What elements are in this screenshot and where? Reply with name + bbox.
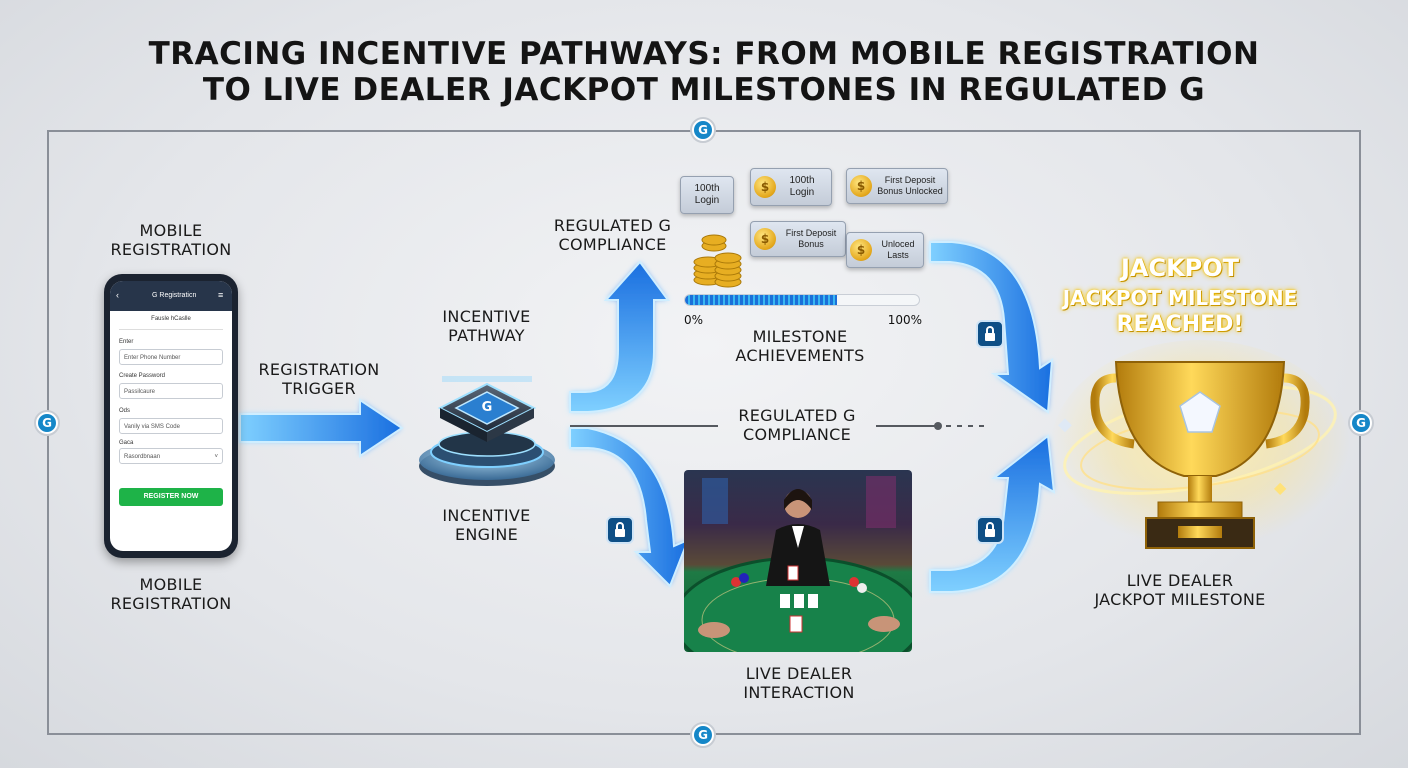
screen-title: Fausle hCaslle	[119, 316, 223, 330]
registration-trigger-label-2: TRIGGER	[282, 379, 356, 398]
g-logo-icon: G	[690, 722, 716, 748]
incentive-pathway-label-1: INCENTIVE	[442, 307, 531, 326]
g-logo-icon: G	[690, 117, 716, 143]
coin-stack-icon	[684, 230, 744, 290]
coin-icon: $	[754, 176, 776, 198]
compliance-top-label-1: REGULATED G	[553, 216, 672, 235]
incentive-engine-label-1: INCENTIVE	[442, 506, 531, 525]
g-logo-glyph: G	[694, 726, 712, 744]
pathway-down-arrow	[569, 427, 690, 588]
field2-label: Create Password	[119, 373, 166, 379]
jackpot-heading-1: JACKPOT	[1120, 254, 1240, 282]
page-title-line-2: TO LIVE DEALER JACKPOT MILESTONES IN REG…	[202, 72, 1206, 108]
badge-text: Lasts	[887, 250, 909, 260]
incentive-engine-label-2: ENGINE	[454, 525, 519, 544]
live-dealer-label-2: INTERACTION	[743, 683, 855, 702]
compliance-mid-label-1: REGULATED G	[738, 406, 856, 425]
chip-g-glyph: G	[481, 400, 493, 415]
incentive-engine-chip	[419, 376, 555, 486]
milestone-progress-fill	[685, 295, 838, 305]
country-select[interactable]: Rasordbnaan ˅	[119, 448, 223, 464]
milestone-label-1: MILESTONE	[752, 327, 848, 346]
trophy-icon	[1050, 340, 1350, 570]
dealer-to-jackpot-arrow	[929, 434, 1056, 593]
badge-text: First Deposit	[785, 228, 837, 238]
incentive-pathway-label-2: PATHWAY	[448, 326, 525, 345]
g-logo-icon: G	[34, 410, 60, 436]
mobile-label-top-1: MOBILE	[139, 221, 203, 240]
mobile-label-bottom-1: MOBILE	[139, 575, 203, 594]
page-title-line-1: TRACING INCENTIVE PATHWAYS: FROM MOBILE …	[148, 36, 1260, 72]
register-now-button[interactable]: REGISTER NOW	[119, 488, 223, 506]
app-header: ‹ G Registraticn ≡	[110, 281, 232, 311]
compliance-mid-label-2: COMPLIANCE	[742, 425, 852, 444]
coin-icon: $	[754, 228, 776, 250]
coin-icon: $	[850, 239, 872, 261]
badge-text: 100th	[694, 183, 720, 194]
lock-icon	[606, 516, 634, 544]
compliance-top-label-2: COMPLIANCE	[558, 235, 667, 254]
badge-text: First Deposit	[884, 175, 936, 185]
coin-icon: $	[850, 175, 872, 197]
phone-mockup: ‹ G Registraticn ≡ Fausle hCaslle Enter …	[104, 274, 238, 558]
chevron-down-icon: ˅	[214, 454, 218, 460]
g-logo-glyph: G	[694, 121, 712, 139]
jackpot-caption-1: LIVE DEALER	[1126, 571, 1234, 590]
jackpot-heading-2: JACKPOT MILESTONE	[1062, 286, 1298, 310]
badge-text: Bonus	[798, 239, 824, 249]
registration-trigger-label-1: REGISTRATION	[258, 360, 380, 379]
badge-text: 100th	[789, 175, 815, 186]
phone-number-field[interactable]: Enter Phone Number	[119, 349, 223, 365]
lock-icon	[976, 320, 1004, 348]
progress-max-label: 100%	[887, 313, 922, 327]
diamond-icon: ◆	[1058, 414, 1072, 434]
jackpot-heading-3: REACHED!	[1116, 312, 1244, 337]
jackpot-caption-2: JACKPOT MILESTONE	[1094, 590, 1266, 609]
pathway-up-arrow	[569, 260, 670, 413]
menu-icon[interactable]: ≡	[218, 290, 224, 300]
g-logo-icon: G	[1348, 410, 1374, 436]
g-logo-glyph: G	[1352, 414, 1370, 432]
phone-screen: ‹ G Registraticn ≡ Fausle hCaslle Enter …	[110, 281, 232, 551]
badge-text: Login	[789, 187, 815, 198]
milestone-progress-bar	[684, 294, 920, 306]
sms-code-field[interactable]: Vanily via SMS Code	[119, 418, 223, 434]
g-logo-glyph: G	[38, 414, 56, 432]
back-arrow-icon[interactable]: ‹	[116, 290, 119, 300]
live-dealer-scene	[684, 470, 912, 652]
milestone-label-2: ACHIEVEMENTS	[735, 346, 865, 365]
mobile-label-bottom-2: REGISTRATION	[110, 594, 232, 613]
milestone-to-jackpot-arrow	[929, 241, 1054, 414]
field3-label: Ods	[119, 408, 131, 414]
field4-label: Gaca	[119, 440, 134, 446]
live-dealer-label-1: LIVE DEALER	[745, 664, 853, 683]
lock-icon	[976, 516, 1004, 544]
password-field[interactable]: Passilcaure	[119, 383, 223, 399]
registration-arrow	[239, 398, 404, 458]
badge-text: Login	[694, 195, 720, 206]
country-select-value: Rasordbnaan	[124, 454, 161, 460]
diamond-icon: ◆	[1274, 480, 1287, 497]
progress-min-label: 0%	[684, 313, 704, 327]
app-title: G Registraticn	[152, 292, 197, 299]
chip-icon: G	[412, 356, 562, 496]
mobile-label-top-2: REGISTRATION	[110, 240, 232, 259]
field1-label: Enter	[119, 339, 134, 345]
badge-text: Bonus Unlocked	[877, 186, 943, 196]
badge-text: Unloced	[881, 239, 915, 249]
